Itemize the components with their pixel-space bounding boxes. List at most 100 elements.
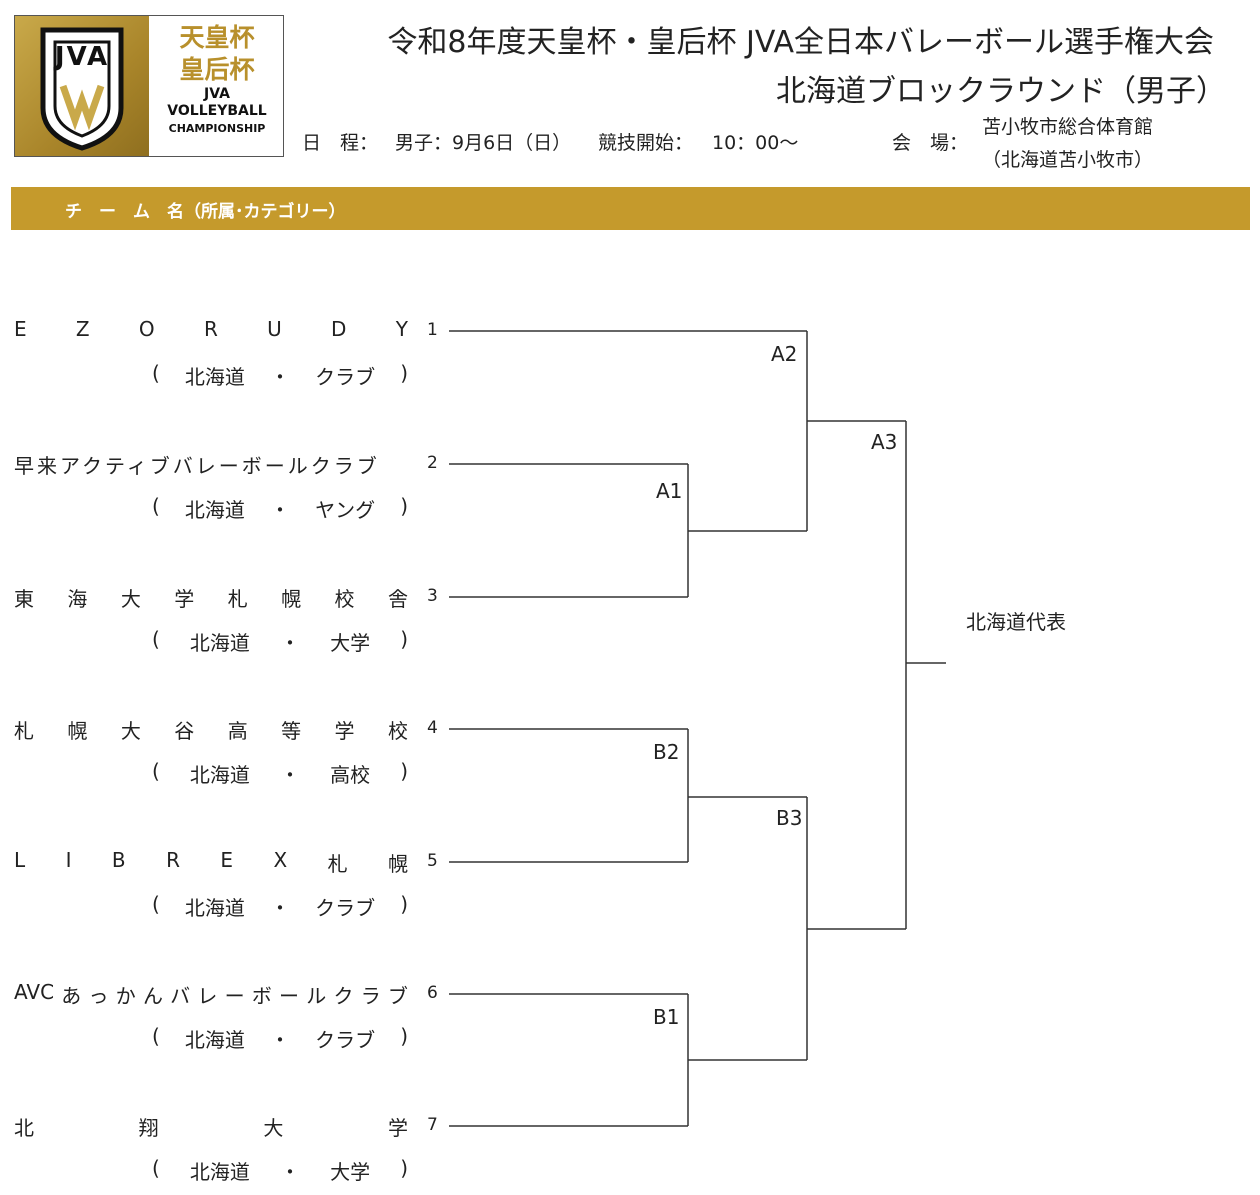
- affiliation-part: 北海道: [184, 1028, 245, 1052]
- team-name-char: バ: [170, 984, 191, 1008]
- affiliation-part: (: [152, 759, 160, 783]
- team-name-char: レ: [197, 984, 218, 1008]
- affiliation-part: (: [152, 361, 160, 385]
- team-affiliation-4: (北海道・高校): [152, 759, 408, 788]
- team-name-char: 大: [263, 1116, 284, 1140]
- affiliation-part: 北海道: [184, 498, 245, 522]
- team-name-char: AVC: [14, 980, 55, 1004]
- affiliation-part: (: [152, 627, 160, 651]
- page-subtitle: 北海道ブロックラウンド（男子）: [776, 74, 1226, 109]
- affiliation-part: ): [400, 892, 408, 916]
- team-name-char: 校: [334, 587, 355, 611]
- shield-icon: [40, 27, 124, 151]
- match-b2-label: B2: [653, 740, 680, 764]
- logo-emblem: JVA: [15, 16, 149, 156]
- affiliation-part: 大学: [330, 1160, 371, 1184]
- logo-line4: VOLLEYBALL: [167, 103, 267, 119]
- team-name-char: 幌: [67, 719, 88, 743]
- affiliation-part: 北海道: [189, 631, 250, 655]
- affiliation-part: (: [152, 1156, 160, 1180]
- seed-number: 2: [427, 453, 438, 473]
- team-name-char: 学: [387, 1116, 408, 1140]
- team-name-char: 幌: [388, 852, 408, 876]
- seed-number: 3: [427, 586, 438, 606]
- team-name-char: っ: [88, 984, 109, 1008]
- affiliation-part: ): [400, 361, 408, 385]
- team-name-char: 谷: [174, 719, 195, 743]
- team-name-char: ブ: [387, 984, 408, 1008]
- team-name-char: 学: [334, 719, 355, 743]
- match-b3-label: B3: [776, 806, 803, 830]
- team-name-char: ー: [224, 984, 245, 1008]
- team-name-char: 札: [14, 719, 34, 743]
- affiliation-part: 大学: [330, 631, 371, 655]
- winner-label: 北海道代表: [966, 610, 1066, 634]
- team-name-char: 大: [120, 587, 141, 611]
- affiliation-part: (: [152, 892, 160, 916]
- team-name-char: 幌: [281, 587, 302, 611]
- match-b1-label: B1: [653, 1005, 680, 1029]
- seed-number: 1: [427, 320, 438, 340]
- page-title: 令和8年度天皇杯・皇后杯 JVA全日本バレーボール選手権大会: [387, 25, 1214, 60]
- logo-mark: JVA: [54, 42, 110, 72]
- team-affiliation-6: (北海道・クラブ): [152, 1024, 408, 1053]
- team-name-7: 北翔大学: [14, 1112, 408, 1141]
- team-name-char: E: [220, 848, 234, 872]
- team-name-char: D: [331, 317, 347, 341]
- team-name-char: ル: [306, 984, 327, 1008]
- team-name-char: Z: [75, 317, 90, 341]
- logo-line5: CHAMPIONSHIP: [168, 122, 266, 135]
- team-name-2: 早来アクティブバレーボールクラブ: [14, 450, 408, 479]
- team-name-char: 等: [281, 719, 302, 743]
- team-name-char: 大: [120, 719, 141, 743]
- affiliation-part: クラブ: [315, 365, 376, 389]
- team-name-char: 海: [67, 587, 88, 611]
- team-affiliation-3: (北海道・大学): [152, 627, 408, 656]
- logo-line1: 天皇杯: [179, 23, 255, 52]
- venue-label: 会 場：: [892, 132, 969, 154]
- seed-number: 7: [427, 1115, 438, 1135]
- team-affiliation-7: (北海道・大学): [152, 1156, 408, 1185]
- team-name-3: 東海大学札幌校舎: [14, 583, 408, 612]
- team-name-char: Y: [395, 317, 408, 341]
- team-name-char: I: [65, 848, 72, 872]
- logo-line2: 皇后杯: [179, 55, 255, 84]
- team-name-char: 札: [227, 587, 248, 611]
- schedule-label: 日 程：: [302, 132, 379, 154]
- match-a2-label: A2: [771, 342, 798, 366]
- seed-number: 6: [427, 983, 438, 1003]
- affiliation-part: ・: [280, 763, 300, 787]
- affiliation-part: ・: [270, 1028, 290, 1052]
- affiliation-part: 高校: [330, 763, 371, 787]
- affiliation-part: ): [400, 759, 408, 783]
- schedule-value: 男子：9月6日（日）: [395, 132, 572, 154]
- team-affiliation-1: (北海道・クラブ): [152, 361, 408, 390]
- team-name-char: ボ: [251, 984, 272, 1008]
- affiliation-part: (: [152, 494, 160, 518]
- team-name-char: X: [273, 848, 288, 872]
- team-name-char: ん: [142, 984, 163, 1008]
- team-affiliation-2: (北海道・ヤング): [152, 494, 408, 523]
- team-header-label: チ ー ム 名（所属･カテゴリー）: [65, 202, 346, 222]
- affiliation-part: (: [152, 1024, 160, 1048]
- team-name-char: 舎: [387, 587, 408, 611]
- team-name-char: E: [14, 317, 27, 341]
- seed-number: 5: [427, 851, 438, 871]
- team-name-char: 高: [227, 719, 248, 743]
- start-value: 10：00〜: [712, 132, 799, 154]
- seed-number: 4: [427, 718, 438, 738]
- affiliation-part: クラブ: [315, 1028, 376, 1052]
- team-name-char: ラ: [360, 984, 381, 1008]
- venue-name: 苫小牧市総合体育館: [982, 116, 1154, 138]
- team-name-char: あ: [61, 984, 82, 1008]
- team-name-char: B: [111, 848, 126, 872]
- affiliation-part: ): [400, 627, 408, 651]
- match-a3-label: A3: [871, 430, 898, 454]
- team-name-char: 東: [14, 587, 34, 611]
- team-name-char: L: [14, 848, 26, 872]
- team-name-char: 札: [327, 852, 348, 876]
